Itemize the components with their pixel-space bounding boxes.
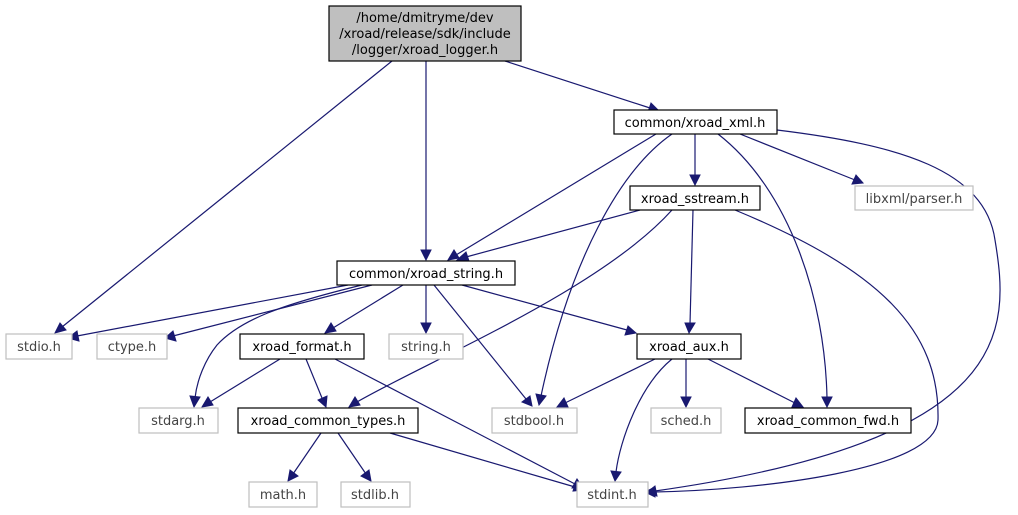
node-math[interactable]: math.h <box>248 481 318 508</box>
edge-aux-to-fwd <box>707 358 805 408</box>
edge-format-to-stdarg <box>201 358 281 408</box>
node-stdbool[interactable]: stdbool.h <box>491 407 578 434</box>
node-libxml-parser[interactable]: libxml/parser.h <box>854 185 974 211</box>
node-label: stdint.h <box>587 488 636 503</box>
node-label: stdlib.h <box>351 488 399 503</box>
edge-root-to-stdio <box>54 60 393 334</box>
edge-root-to-xml <box>504 60 661 113</box>
edge-types-to-stdlib <box>337 432 372 482</box>
node-label: string.h <box>401 340 451 355</box>
edge-types-to-math <box>287 432 322 482</box>
edge-xml-to-string <box>447 133 657 261</box>
node-label: math.h <box>260 488 306 503</box>
node-label: sched.h <box>661 414 712 429</box>
edge-string-to-stringh <box>420 285 432 335</box>
root-label-line-3: /logger/xroad_logger.h <box>352 43 498 58</box>
node-sched[interactable]: sched.h <box>650 407 722 434</box>
edge-string-to-stdbool <box>433 284 533 407</box>
node-xroad-common-fwd[interactable]: xroad_common_fwd.h <box>744 407 912 434</box>
node-label: common/xroad_string.h <box>349 267 503 282</box>
root-label-line-1: /home/dmitryme/dev <box>356 11 494 26</box>
node-label: libxml/parser.h <box>866 192 963 207</box>
node-xroad-common-types[interactable]: xroad_common_types.h <box>237 407 419 434</box>
node-label: common/xroad_xml.h <box>625 116 766 131</box>
node-root-xroad-logger[interactable]: /home/dmitryme/dev /xroad/release/sdk/in… <box>328 5 522 62</box>
edge-aux-to-sched <box>680 359 692 409</box>
edge-sstream-to-aux <box>684 209 696 335</box>
edge-sstream-to-string <box>455 209 641 262</box>
edge-aux-to-stdint <box>610 358 673 483</box>
node-xroad-xml[interactable]: common/xroad_xml.h <box>613 109 778 135</box>
node-label: stdbool.h <box>504 414 564 429</box>
edge-xml-to-libxml <box>739 133 865 185</box>
edge-string-to-stdarg <box>189 284 363 409</box>
node-label: xroad_aux.h <box>649 340 729 355</box>
edge-sstream-to-types <box>348 209 673 408</box>
node-string-h[interactable]: string.h <box>388 333 464 360</box>
node-label: stdio.h <box>17 340 61 355</box>
node-label: xroad_common_types.h <box>251 414 406 429</box>
root-label-line-2: /xroad/release/sdk/include <box>339 27 511 42</box>
edge-root-to-string <box>420 61 432 262</box>
node-stdlib[interactable]: stdlib.h <box>340 481 411 508</box>
node-label: xroad_format.h <box>252 340 351 355</box>
edge-xml-to-sstream <box>689 134 701 187</box>
edge-string-to-aux <box>461 284 638 336</box>
node-xroad-aux[interactable]: xroad_aux.h <box>636 333 742 360</box>
edge-xml-to-stdbool <box>535 133 673 407</box>
node-label: xroad_common_fwd.h <box>757 414 899 429</box>
edge-aux-to-stdbool <box>555 358 656 408</box>
edge-sstream-to-stdint <box>643 209 939 498</box>
node-stdint[interactable]: stdint.h <box>576 481 649 508</box>
edge-format-to-types <box>305 358 328 409</box>
edge-types-to-stdint <box>389 432 586 492</box>
edge-xml-to-fwd <box>717 133 833 409</box>
edge-string-to-stdio <box>66 284 349 342</box>
node-xroad-format[interactable]: xroad_format.h <box>239 333 365 360</box>
node-stdarg[interactable]: stdarg.h <box>138 407 219 434</box>
node-label: stdarg.h <box>151 414 205 429</box>
node-xroad-sstream[interactable]: xroad_sstream.h <box>629 185 761 211</box>
node-ctype[interactable]: ctype.h <box>96 333 168 360</box>
node-label: xroad_sstream.h <box>641 192 749 207</box>
edge-string-to-format <box>324 284 404 334</box>
node-stdio[interactable]: stdio.h <box>5 333 73 360</box>
node-xroad-string[interactable]: common/xroad_string.h <box>336 260 516 286</box>
node-label: ctype.h <box>108 340 157 355</box>
edge-xml-to-stdint <box>644 129 1001 497</box>
